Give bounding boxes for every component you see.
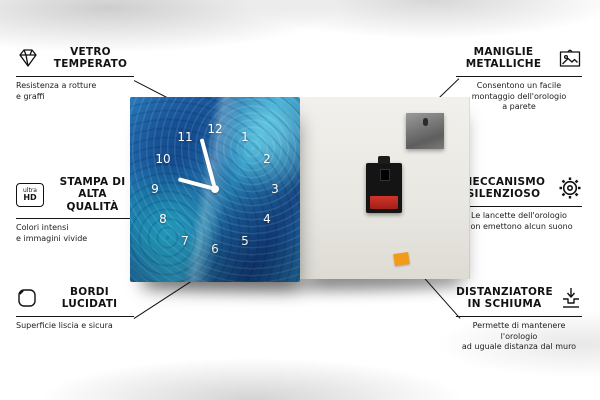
arrow-down-spacer-icon (560, 286, 582, 310)
callout-stampa-alta-qualita: ultra HD STAMPA DI ALTA QUALITÀ Colori i… (16, 176, 134, 245)
callout-rule (456, 205, 582, 208)
callout-desc: Le lancette dell'orologio non emettono a… (465, 211, 573, 231)
callout-rule (16, 75, 134, 78)
clock-number: 7 (181, 234, 189, 248)
callout-title: MECCANISMO SILENZIOSO (461, 176, 546, 201)
clock-number: 3 (271, 182, 279, 196)
gear-icon (558, 176, 582, 200)
callout-desc: Permette di mantenere l'orologio ad ugua… (461, 321, 577, 352)
glass-reflection (130, 97, 300, 282)
mechanism-hook (378, 156, 390, 164)
foam-spacer (393, 252, 410, 266)
clock-mechanism (366, 156, 402, 213)
clock-number: 4 (263, 212, 271, 226)
callout-desc: Superficie liscia e sicura (16, 321, 113, 331)
clock-number: 12 (207, 122, 222, 136)
ultra-hd-label: HD (23, 192, 37, 202)
picture-frame-icon (558, 47, 582, 69)
diamond-icon (16, 48, 40, 68)
rounded-corner-icon (16, 287, 38, 309)
clock-front-panel: 12 1 2 3 4 5 6 7 8 9 10 11 (130, 97, 300, 282)
ultra-hd-icon: ultra HD (16, 182, 44, 207)
clock-back-panel (300, 97, 470, 279)
callout-rule (16, 315, 134, 318)
callout-rule (456, 75, 582, 78)
callout-vetro-temperato: VETRO TEMPERATO Resistenza a rotture e g… (16, 46, 134, 102)
callout-title: BORDI LUCIDATI (61, 286, 118, 311)
callout-title: MANIGLIE METALLICHE (465, 46, 542, 71)
hands-center-cap (211, 185, 219, 193)
metal-hanger-plate (406, 113, 444, 149)
callout-rule (456, 315, 582, 318)
callout-distanziatore-schiuma: DISTANZIATORE IN SCHIUMA Permette di man… (456, 286, 582, 353)
clock-number: 6 (211, 242, 219, 256)
callout-desc: Consentono un facile montaggio dell'orol… (471, 81, 567, 112)
clock-number: 2 (263, 152, 271, 166)
callout-title: DISTANZIATORE IN SCHIUMA (456, 286, 553, 311)
clock-number: 8 (159, 212, 167, 226)
clock-number: 11 (177, 130, 192, 144)
callout-desc: Resistenza a rotture e graffi (16, 81, 97, 101)
callout-meccanismo-silenzioso: MECCANISMO SILENZIOSO Le lancette dell'o… (456, 176, 582, 232)
clock-number: 9 (151, 182, 159, 196)
clock-number: 5 (241, 234, 249, 248)
ultra-hd-label: ultra (23, 186, 37, 194)
callout-title: VETRO TEMPERATO (53, 46, 128, 71)
callout-title: STAMPA DI ALTA QUALITÀ (59, 176, 126, 213)
clock-number: 10 (155, 152, 170, 166)
battery (370, 196, 398, 209)
callout-bordi-lucidati: BORDI LUCIDATI Superficie liscia e sicur… (16, 286, 134, 332)
hanger-hole (423, 118, 428, 126)
callout-maniglie-metalliche: MANIGLIE METALLICHE Consentono un facile… (456, 46, 582, 113)
callout-desc: Colori intensi e immagini vivide (16, 223, 88, 243)
callout-rule (16, 218, 134, 220)
mechanism-slot (380, 169, 390, 181)
clock-number: 1 (241, 130, 249, 144)
